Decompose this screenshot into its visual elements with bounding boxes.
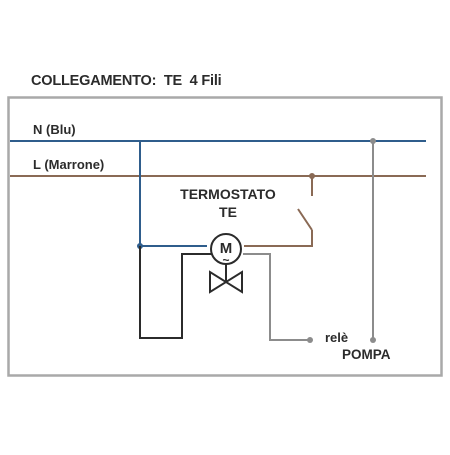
thermostat-loop-wire <box>139 246 212 339</box>
live-junction-dot <box>309 173 315 179</box>
live-label: L (Marrone) <box>33 157 105 172</box>
neutral-label: N (Blu) <box>33 122 76 137</box>
pump-label: POMPA <box>342 347 391 362</box>
relay-control-wire <box>243 253 310 341</box>
pump-terminal-dot <box>370 337 376 343</box>
pump-neutral-junction-dot <box>370 138 376 144</box>
relay-label: relè <box>325 330 349 345</box>
motor-ac-symbol: ~ <box>222 253 229 267</box>
motor-letter: M <box>220 240 233 257</box>
diagram-title: COLLEGAMENTO: TE 4 Fili <box>31 73 222 89</box>
valve-icon <box>209 270 243 294</box>
diagram-frame <box>7 96 443 377</box>
thermostat-label: TERMOSTATO <box>180 186 276 202</box>
switch-contact <box>297 208 313 231</box>
switch-return-wire <box>244 230 313 247</box>
thermostat-model-label: TE <box>219 204 237 220</box>
relay-terminal-dot <box>307 337 313 343</box>
